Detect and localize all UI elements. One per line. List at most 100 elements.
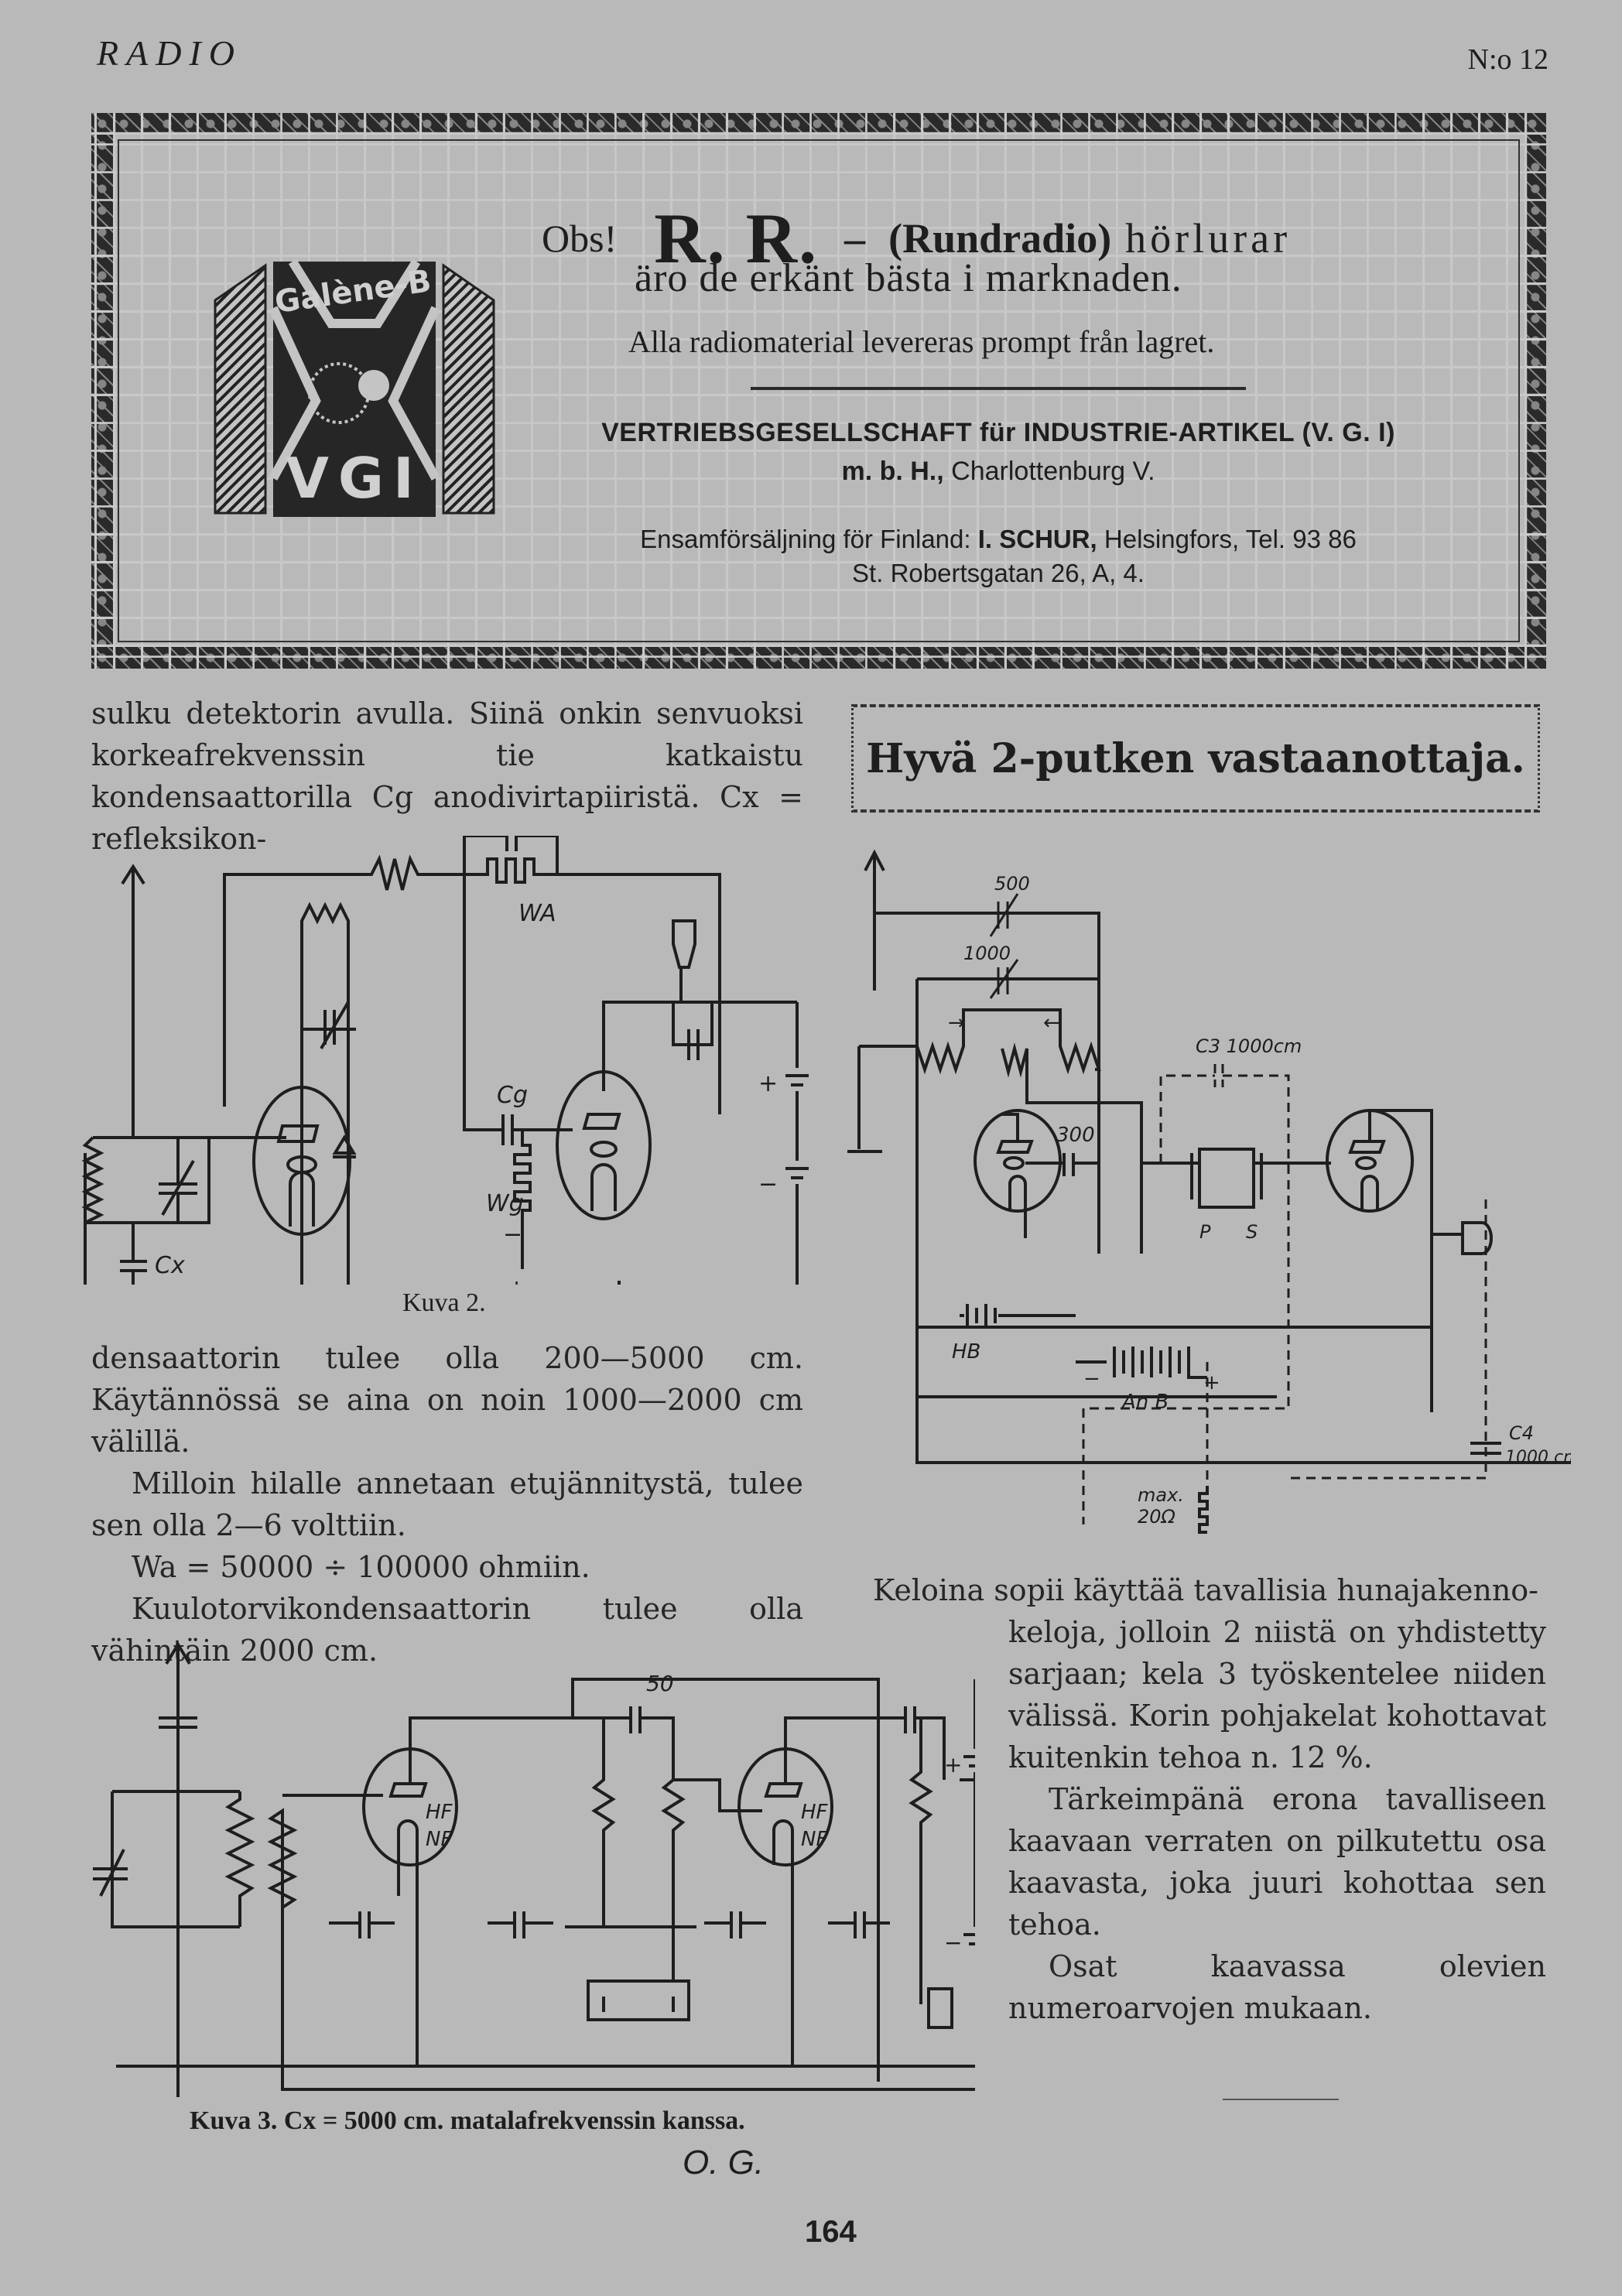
variable-capacitor [93,1791,240,1927]
label-50: 50 [646,1671,674,1696]
logo-text-vgi: VGI [286,446,423,511]
ornament-border-left [91,135,113,647]
capacitor-c3-dashed [1083,1064,1288,1524]
ad-company-form: m. b. H., [841,457,944,486]
inductor-coil [85,1138,286,1223]
antenna-icon [865,853,1099,1254]
battery-plus-label: + [944,1752,962,1778]
ad-product: hörlurar [1125,215,1292,262]
ad-address: St. Robertsgatan 26, A, 4. [852,559,1145,587]
label-cx: Cx [155,1252,185,1279]
label-c4: C4 [1509,1422,1534,1444]
inductor-coil-secondary [271,1795,383,1927]
label-cg: Cg [497,1082,528,1109]
article-paragraph: Osat kaavassa olevien numeroarvojen muka… [1008,1949,1546,2025]
label-anb: An B [1121,1391,1169,1414]
battery-hb [960,1304,1076,1327]
arrow-left-icon: ← [1043,1011,1060,1035]
ad-sales-city-tel: Helsingfors, Tel. 93 86 [1104,525,1357,553]
label-minus: − [503,1221,522,1248]
transformer [1141,1149,1261,1207]
two-tube-receiver-schematic: 500 1000 → ← 300 C3 1000cm P S HB An B −… [844,843,1571,1540]
ad-stock-note: Alla radiomaterial levereras prompt från… [628,324,1215,359]
coupling-coil [594,1718,613,1927]
label-plus: + [507,1275,526,1285]
ad-company-name: VERTRIEBSGESELLSCHAFT für INDUSTRIE-ARTI… [601,418,1395,447]
article-paragraph: Kuulotorvikondensaattorin tulee olla väh… [91,1592,803,1668]
label-c4-value: 1000 cm. [1505,1448,1571,1467]
label-20-ohm: 20Ω [1138,1506,1176,1528]
ad-headline: Obs! R. R. –(Rundradio) hörlurar [542,197,1470,279]
ad-brand-expansion: (Rundradio) [888,215,1112,262]
label-wg: Wg [486,1190,524,1217]
page-number: 164 [805,2215,857,2249]
battery-minus-label: − [944,1930,962,1956]
label-s: S [1246,1221,1258,1243]
reaction-coil [1002,1049,1141,1254]
article-paragraph: sulku detektorin avulla. Siinä onkin sen… [91,696,803,856]
label-p: P [1199,1221,1211,1243]
label-500: 500 [994,873,1030,895]
arrow-right-icon: → [948,1011,965,1035]
crystal-detector-icon [333,1138,356,1157]
capacitor [704,1911,766,1938]
rheostat [1199,1486,1207,1532]
ad-brand: R. R. [654,199,819,278]
capacitor [488,1911,553,1938]
label-hf: HF [426,1801,453,1824]
label-hb: HB [952,1340,980,1364]
label-nf-2: NF [801,1828,828,1851]
capacitor-c4 [1470,1443,1501,1453]
ground-icon [847,1046,917,1151]
article-paragraph: Wa = 50000 ÷ 100000 ohmiin. [132,1550,590,1584]
variable-capacitor-500 [991,894,1018,936]
vacuum-tube-2 [557,1072,650,1219]
article-body-left: densaattorin tulee olla 200—5000 cm. Käy… [91,1337,803,1672]
label-max: max. [1138,1484,1184,1506]
ornament-border-top [91,113,1546,135]
label-hf-2: HF [801,1801,829,1824]
vgi-galene-logo: Galène-B VGI [214,258,495,517]
ad-divider [751,387,1246,390]
label-minus: − [1083,1367,1100,1391]
ad-obs: Obs! [542,217,618,260]
antenna-icon [122,867,144,1138]
article-body-right: Keloina sopii käyttää tavallisia hunajak… [873,1569,1546,2029]
article-paragraph: Tärkeimpänä erona tavalliseen kaavaan ve… [1008,1782,1546,1942]
resistor-wg [515,1130,530,1269]
ornament-border-right [1524,135,1546,647]
variable-capacitor [159,1138,197,1223]
capacitor [329,1911,395,1938]
battery-anode [1076,1346,1207,1377]
variometer-coil [917,1010,1099,1069]
inductor-coil [228,1791,252,1927]
figure-3-schematic: HF NF 50 HF NF + − [85,1633,975,2097]
resistor-wa [464,859,720,1114]
running-title: RADIO [97,33,242,73]
label-300: 300 [1056,1124,1095,1147]
capacitor-cx [120,1223,147,1285]
resistor [224,859,464,1107]
ad-sales-line: Ensamförsäljning för Finland: I. SCHUR, … [542,525,1455,554]
headphone-circuit [604,967,797,1091]
battery-plus-label: + [758,1070,778,1097]
label-wa: WA [518,900,556,927]
ornament-border-bottom [91,647,1546,669]
label-1000: 1000 [963,943,1011,964]
ad-dash: – [844,215,866,262]
issue-number: N:o 12 [1467,43,1549,76]
capacitor-300 [1025,1153,1099,1176]
headphone-icon [929,1989,952,2027]
ad-sales-agent: I. SCHUR, [977,525,1097,553]
capacitor-cg [464,874,573,1145]
transformer-core [565,1927,696,2020]
figure-3-caption: Kuva 3. Cx = 5000 cm. matalafrekvenssin … [190,2106,745,2135]
capacitor-50 [573,1706,673,1780]
ad-sales-prefix: Ensamförsäljning för Finland: [640,525,971,553]
capacitor [159,1718,197,1727]
label-nf: NF [426,1828,453,1851]
article-paragraph: Keloina sopii käyttää tavallisia hunajak… [873,1573,1539,1607]
end-rule [1223,2099,1339,2100]
vacuum-tube-1 [975,1110,1060,1211]
battery-minus-label: − [758,1171,778,1198]
